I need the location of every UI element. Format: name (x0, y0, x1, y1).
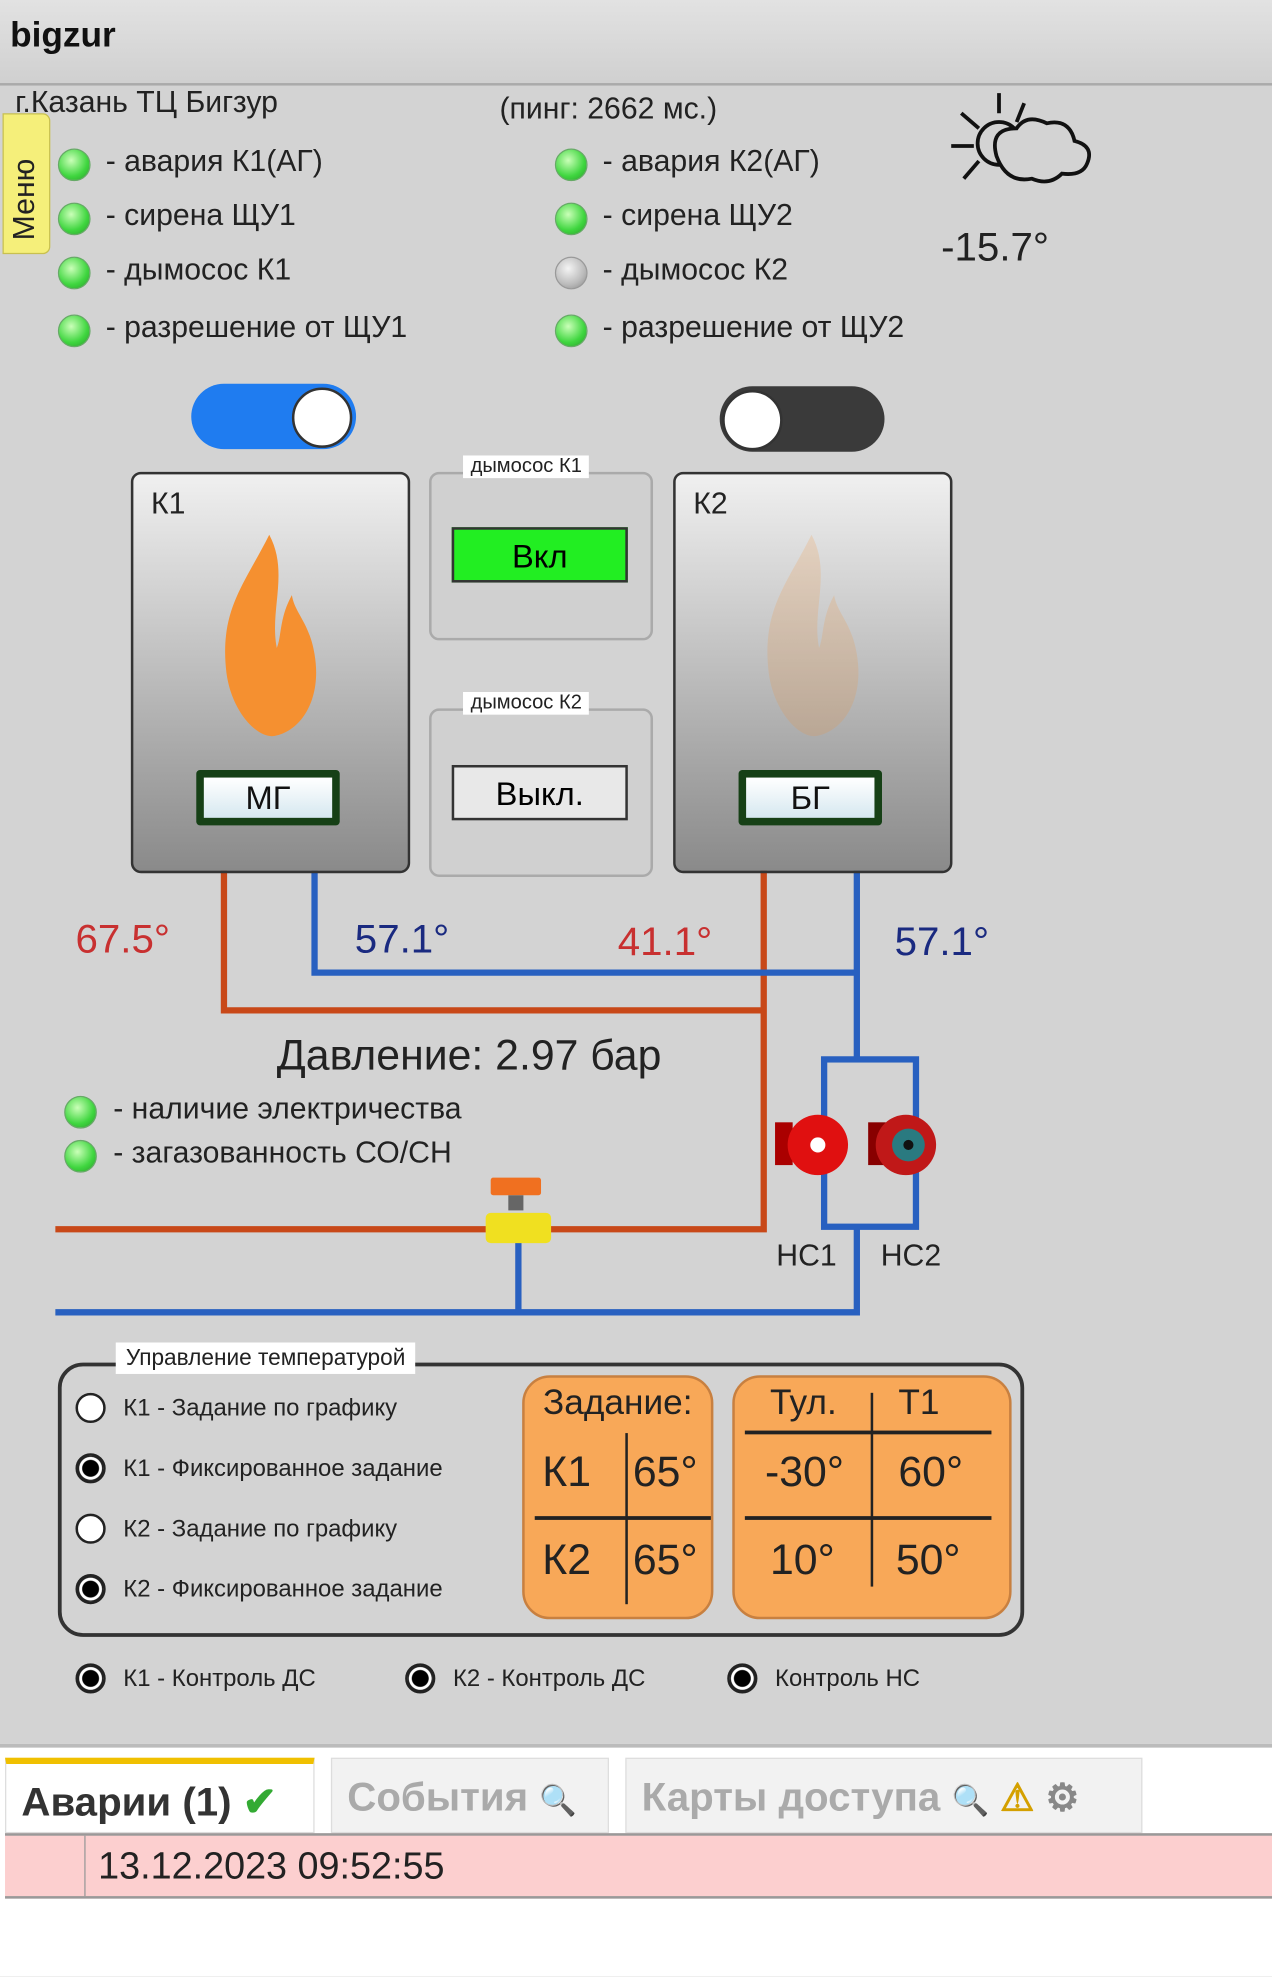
setpoint-k1-label: К1 (542, 1448, 592, 1496)
pump-icons (775, 1114, 937, 1176)
curve-value[interactable]: 10° (770, 1536, 835, 1585)
status-label: - сирена ЩУ1 (105, 198, 296, 233)
status-led (64, 1095, 97, 1129)
status-label: - загазованность СО/СН (113, 1136, 452, 1171)
radio-label: К1 - Контроль ДС (123, 1665, 316, 1693)
outdoor-temperature: -15.7° (941, 223, 1050, 270)
radio-label: К1 - Фиксированное задание (123, 1455, 443, 1483)
radio-label: К1 - Задание по графику (123, 1395, 398, 1422)
radio-label: К2 - Фиксированное задание (123, 1576, 443, 1603)
location-label: г.Казань ТЦ Бигзур (15, 85, 278, 120)
warning-icon[interactable]: ⚠ (1000, 1777, 1035, 1820)
curve-value[interactable]: -30° (764, 1448, 844, 1496)
radio-label: Контроль НС (775, 1665, 921, 1693)
smoke-exhauster-k1: Вкл (429, 471, 654, 641)
status-label: - разрешение от ЩУ2 (602, 310, 905, 345)
menu-tab[interactable]: Меню (2, 113, 51, 255)
k1-supply-temp: 67.5° (75, 915, 170, 962)
partly-cloudy-icon (951, 93, 1092, 184)
boiler-k1[interactable]: К1 МГ (130, 471, 411, 874)
valve-icon (485, 1177, 552, 1244)
k1-schedule-radio[interactable] (75, 1392, 106, 1424)
smoke-exhauster-k2-label: дымосос К2 (463, 692, 590, 715)
status-led (554, 256, 588, 290)
ping-label: (пинг: 2662 мс.) (499, 91, 718, 126)
tab-label: Карты доступа (641, 1774, 941, 1820)
curve-value[interactable]: 60° (898, 1448, 964, 1496)
smoke-exhauster-k2: Выкл. (429, 708, 654, 877)
boiler-k2-fuel: БГ (738, 770, 882, 826)
boiler-k1-fuel: МГ (196, 770, 340, 826)
temperature-control-legend: Управление температурой (115, 1342, 416, 1374)
status-led (57, 202, 91, 236)
boiler-k1-name: К1 (150, 486, 186, 521)
k2-schedule-radio[interactable] (75, 1513, 106, 1544)
curve-header-t1: Т1 (898, 1382, 940, 1422)
smoke-exhauster-k1-label: дымосос К1 (463, 455, 590, 479)
status-label: - дымосос К1 (105, 252, 292, 287)
pump-nc2-label: НС2 (880, 1239, 942, 1274)
k1-fixed-radio[interactable] (75, 1453, 106, 1484)
tab-alarms[interactable]: Аварии (1) ✔ (5, 1757, 315, 1834)
flame-icon (767, 534, 859, 737)
tab-label: События (347, 1774, 529, 1820)
status-label: - разрешение от ЩУ1 (105, 310, 408, 345)
search-icon: 🔍 (539, 1784, 577, 1819)
status-led (57, 148, 91, 182)
tab-access-cards[interactable]: Карты доступа 🔍 ⚠ ⚙ (625, 1757, 1143, 1834)
smoke-exhauster-k2-button[interactable]: Выкл. (451, 764, 628, 821)
tab-label: Аварии (1) (21, 1779, 232, 1825)
status-led (554, 202, 588, 236)
search-icon: 🔍 (951, 1784, 990, 1819)
alarm-row[interactable]: 13.12.2023 09:52:55 (5, 1833, 1272, 1899)
status-led (554, 314, 588, 348)
app-title: bigzur (10, 15, 116, 55)
status-label: - наличие электричества (113, 1092, 462, 1127)
flame-icon (225, 534, 317, 737)
status-label: - авария К2(АГ) (602, 144, 820, 179)
pump-nc1-label: НС1 (776, 1239, 837, 1274)
k1-smoke-control-radio[interactable] (75, 1663, 106, 1694)
radio-label: К2 - Контроль ДС (452, 1665, 646, 1693)
pump-nc1-icon (775, 1114, 849, 1176)
setpoint-k2-label: К2 (542, 1536, 592, 1585)
pump-nc2-icon (868, 1114, 937, 1176)
curve-header-outdoor: Тул. (770, 1382, 837, 1422)
setpoint-k1-value[interactable]: 65° (632, 1448, 698, 1496)
setpoint-k2-value[interactable]: 65° (632, 1536, 698, 1585)
status-led (64, 1139, 97, 1173)
boiler-k2-toggle[interactable] (719, 386, 885, 452)
k2-supply-temp: 41.1° (617, 918, 713, 964)
boiler-k2-name: К2 (693, 486, 728, 521)
k2-fixed-radio[interactable] (75, 1574, 106, 1605)
heating-curve-box[interactable]: Тул. Т1 -30° 60° 10° 50° (732, 1375, 1012, 1620)
k1-return-temp: 57.1° (354, 915, 450, 962)
k2-return-temp: 57.1° (894, 918, 990, 964)
status-led (554, 148, 588, 182)
boiler-k1-toggle[interactable] (191, 383, 357, 450)
status-led (57, 314, 91, 348)
pressure-readout: Давление: 2.97 бар (276, 1031, 662, 1080)
radio-label: К2 - Задание по графику (123, 1516, 398, 1543)
curve-value[interactable]: 50° (895, 1536, 961, 1585)
boiler-k2[interactable]: К2 БГ (673, 471, 953, 874)
k2-smoke-control-radio[interactable] (405, 1663, 436, 1694)
pipe-diagram (55, 870, 920, 1316)
setpoint-title: Задание: (542, 1382, 693, 1422)
check-icon: ✔ (242, 1779, 277, 1825)
status-label: - авария К1(АГ) (105, 144, 323, 179)
status-led (57, 256, 91, 290)
setpoint-box[interactable]: Задание: К1 65° К2 65° (522, 1375, 714, 1620)
status-label: - дымосос К2 (602, 252, 789, 287)
tab-events[interactable]: События 🔍 (330, 1757, 609, 1834)
status-label: - сирена ЩУ2 (602, 198, 793, 233)
gear-icon[interactable]: ⚙ (1045, 1777, 1080, 1820)
pump-control-radio[interactable] (727, 1663, 758, 1694)
smoke-exhauster-k1-button[interactable]: Вкл (451, 527, 628, 583)
temperature-control-panel (57, 1362, 1025, 1637)
alarm-time: 13.12.2023 09:52:55 (98, 1845, 445, 1888)
app-header: bigzur (0, 0, 1272, 86)
